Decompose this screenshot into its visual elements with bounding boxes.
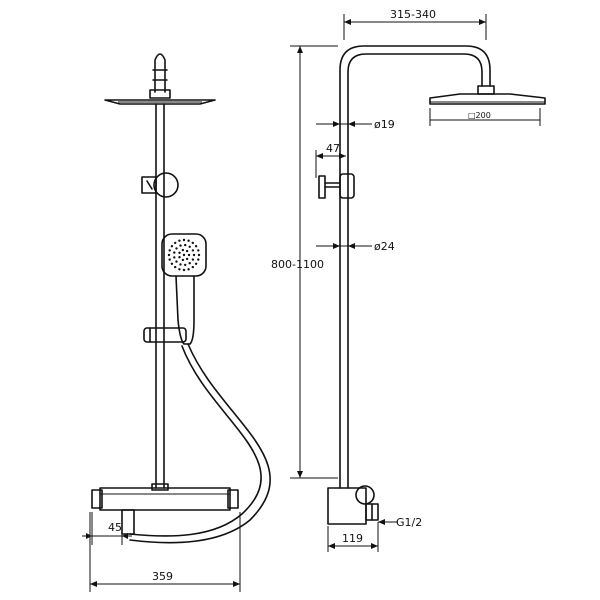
nozzle-dot bbox=[178, 268, 181, 271]
nozzle-dot bbox=[178, 251, 181, 254]
dim-total-width: 359 bbox=[89, 512, 241, 592]
front-thermostat-cap-left bbox=[91, 489, 103, 509]
nozzle-dot bbox=[179, 263, 182, 266]
nozzle-dot bbox=[197, 249, 200, 252]
dim-total-width-label: 359 bbox=[152, 570, 173, 583]
dim-wall-offset-label: 119 bbox=[342, 532, 363, 545]
nozzle-dot bbox=[179, 244, 182, 247]
side-head-connector bbox=[477, 85, 495, 95]
nozzle-dot bbox=[182, 253, 186, 257]
nozzle-dot bbox=[194, 262, 198, 265]
nozzle-dot bbox=[184, 243, 187, 247]
front-rain-head-connector bbox=[149, 89, 171, 99]
dim-valve-offset: 47 bbox=[315, 142, 346, 178]
nozzle-dot bbox=[188, 262, 191, 265]
nozzle-dot bbox=[174, 241, 177, 245]
front-hand-shower-handle bbox=[175, 275, 195, 345]
dim-wall-offset: 119 bbox=[327, 522, 379, 552]
nozzle-dot bbox=[178, 256, 181, 259]
dim-valve-offset-label: 47 bbox=[326, 142, 340, 155]
dim-outlet-offset-label: 45 bbox=[108, 521, 122, 534]
dim-arm-reach-label: 315-340 bbox=[390, 8, 436, 21]
dim-inlet-thread-label: G1/2 bbox=[396, 516, 422, 529]
side-diverter-body bbox=[339, 173, 355, 199]
front-diverter-lever bbox=[141, 176, 157, 194]
front-hand-shower-nozzles bbox=[167, 238, 201, 272]
nozzle-dot bbox=[184, 263, 187, 267]
dim-height: 800-1100 bbox=[271, 45, 338, 479]
dim-arm-reach: 315-340 bbox=[343, 8, 487, 40]
front-diverter-body bbox=[153, 172, 179, 198]
nozzle-dot bbox=[187, 268, 190, 271]
nozzle-dot bbox=[185, 249, 189, 253]
nozzle-dot bbox=[170, 262, 174, 265]
nozzle-dot bbox=[174, 265, 177, 269]
nozzle-dot bbox=[168, 258, 171, 261]
nozzle-dot bbox=[187, 239, 190, 242]
front-hose-inner bbox=[129, 345, 262, 537]
front-riser-nut bbox=[151, 483, 169, 491]
dim-lower-diameter-label: ø24 bbox=[374, 240, 395, 253]
nozzle-dot bbox=[197, 258, 200, 261]
nozzle-dot bbox=[170, 245, 174, 248]
nozzle-dot bbox=[191, 249, 195, 252]
side-thermostat-body bbox=[327, 487, 367, 525]
nozzle-dot bbox=[168, 249, 171, 252]
nozzle-dot bbox=[191, 258, 195, 261]
dim-lower-diameter: ø24 bbox=[316, 240, 395, 253]
nozzle-dot bbox=[181, 248, 185, 252]
side-diverter-knob bbox=[318, 175, 326, 199]
front-hose-outlet bbox=[121, 509, 135, 535]
nozzle-dot bbox=[191, 265, 194, 269]
nozzle-dot bbox=[197, 253, 201, 257]
dim-head-size-label: □200 bbox=[468, 111, 491, 120]
nozzle-dot bbox=[185, 257, 189, 261]
front-hose-outer bbox=[129, 343, 271, 544]
front-view: 45 359 bbox=[82, 53, 271, 592]
side-thermostat-knob bbox=[355, 485, 375, 505]
nozzle-dot bbox=[192, 253, 196, 257]
dim-upper-diameter: ø19 bbox=[316, 118, 395, 131]
side-view: □200 315-340 ø19 47 bbox=[271, 8, 546, 552]
front-gooseneck bbox=[154, 53, 166, 93]
front-hand-shower-head bbox=[161, 233, 207, 277]
nozzle-dot bbox=[191, 241, 194, 245]
nozzle-dot bbox=[175, 247, 178, 250]
nozzle-dot bbox=[188, 245, 191, 248]
nozzle-dot bbox=[194, 245, 198, 248]
nozzle-dot bbox=[175, 260, 178, 263]
dim-inlet-thread: G1/2 bbox=[378, 516, 422, 529]
dim-outlet-offset: 45 bbox=[82, 512, 132, 545]
side-rain-head bbox=[429, 93, 546, 105]
nozzle-dot bbox=[167, 253, 171, 257]
front-rain-head bbox=[104, 99, 216, 105]
nozzle-dot bbox=[182, 238, 186, 242]
front-thermostat-cap-right bbox=[227, 489, 239, 509]
nozzle-dot bbox=[173, 251, 176, 254]
dim-height-label: 800-1100 bbox=[271, 258, 324, 271]
side-arm-outer bbox=[339, 45, 491, 489]
nozzle-dot bbox=[187, 253, 191, 257]
front-slider-bracket bbox=[143, 327, 187, 343]
nozzle-dot bbox=[182, 268, 186, 272]
dim-upper-diameter-label: ø19 bbox=[374, 118, 395, 131]
nozzle-dot bbox=[178, 239, 181, 242]
side-arm-inner bbox=[347, 53, 483, 489]
nozzle-dot bbox=[181, 258, 185, 262]
front-thermostat-bar bbox=[99, 487, 231, 511]
nozzle-dot bbox=[173, 256, 176, 259]
